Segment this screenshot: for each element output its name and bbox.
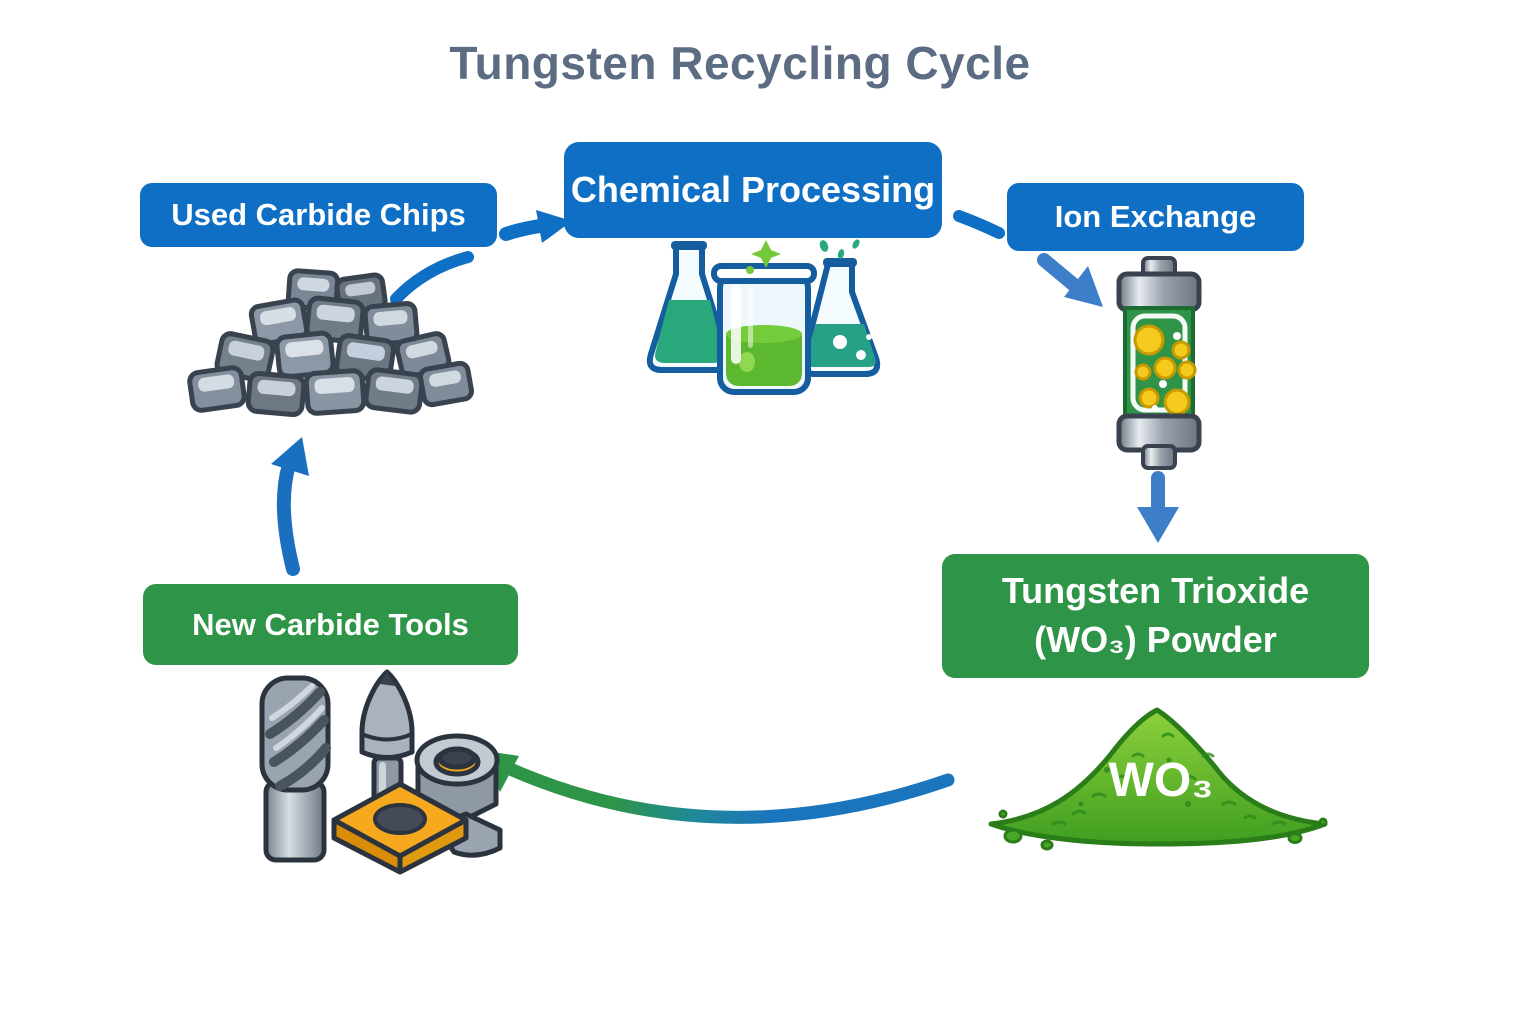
node-chemical-processing: Chemical Processing [564, 142, 942, 238]
node-label: New Carbide Tools [192, 606, 469, 642]
node-label-line2: (WO₃) Powder [1034, 619, 1277, 660]
carbide-tools-icon [228, 666, 505, 878]
node-ion-exchange: Ion Exchange [1007, 183, 1304, 251]
arrow-wo3-to-tools [480, 750, 955, 824]
chemistry-glassware-icon [628, 238, 898, 400]
powder-formula-label: WO₃ [1109, 754, 1214, 807]
beaker-middle [711, 263, 817, 395]
node-label: Used Carbide Chips [171, 197, 466, 232]
arrow-ion-to-column [1037, 253, 1103, 307]
connector-chemical-to-ion [953, 210, 1005, 239]
node-tungsten-trioxide-powder: Tungsten Trioxide (WO₃) Powder [942, 554, 1369, 678]
flask-left [646, 241, 732, 373]
end-mill-tool [259, 675, 331, 863]
carbide-insert [331, 781, 469, 875]
node-label: Ion Exchange [1054, 199, 1257, 234]
node-label-line1: Tungsten Trioxide [1001, 570, 1310, 612]
node-new-carbide-tools: New Carbide Tools [143, 584, 518, 665]
ion-exchange-column-icon [1103, 256, 1215, 470]
sparkles [746, 239, 860, 274]
arrow-column-to-wo3 [1137, 471, 1179, 543]
arrow-chips-to-chemical [499, 210, 572, 243]
node-label: Chemical Processing [570, 169, 936, 210]
wo3-powder-pile-icon: WO₃ [983, 686, 1335, 856]
arrow-tools-to-chips [271, 437, 309, 576]
page-title: Tungsten Recycling Cycle [449, 37, 1031, 89]
carbide-chips-pile-icon [183, 260, 475, 417]
node-used-carbide-chips: Used Carbide Chips [140, 183, 497, 247]
